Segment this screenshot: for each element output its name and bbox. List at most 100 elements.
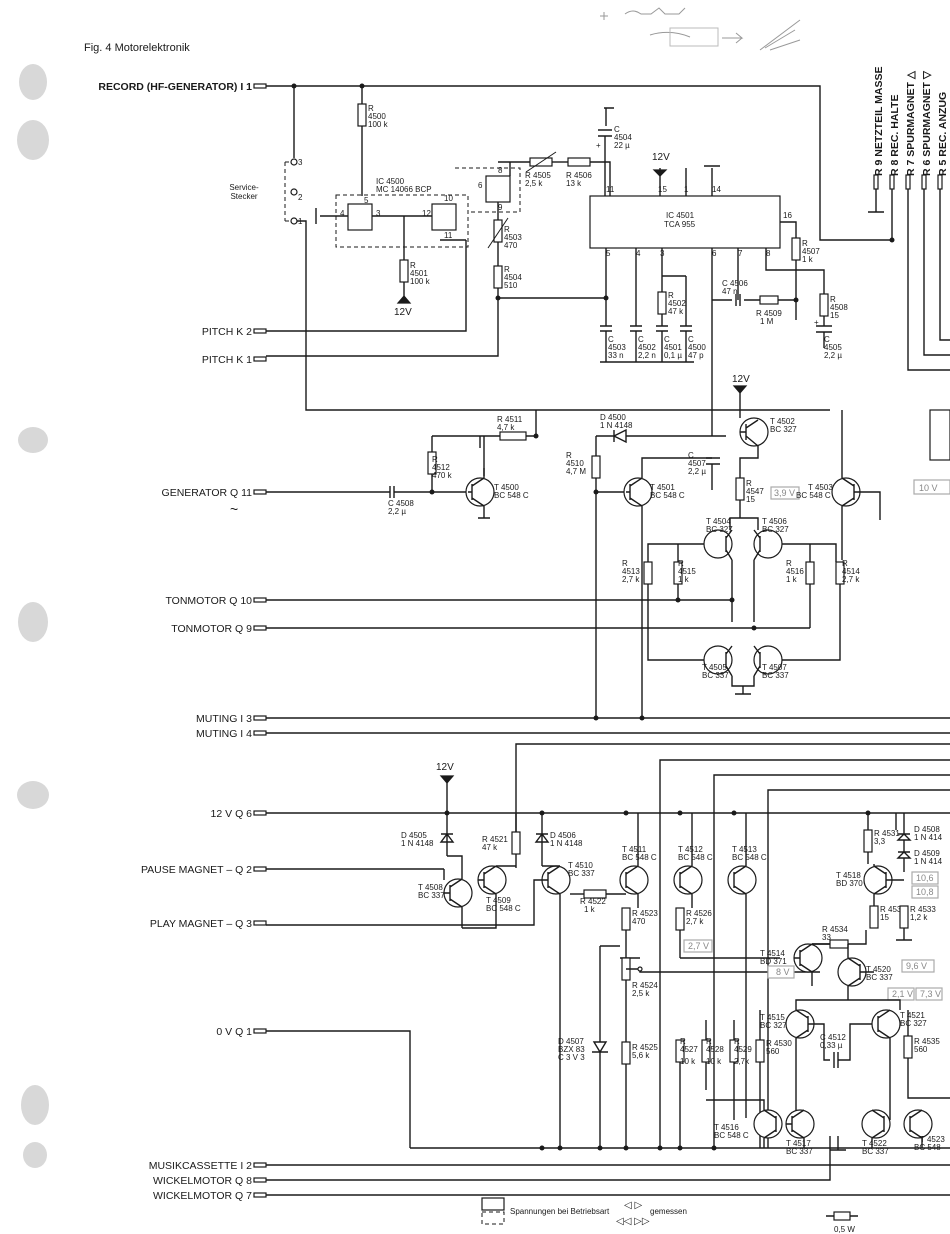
- svg-text:R 4526: R 4526: [686, 909, 712, 918]
- svg-text:BC 548 C: BC 548 C: [714, 1131, 749, 1140]
- signal-r8: R 8 REC. HALTE: [889, 95, 901, 176]
- svg-text:2,5 k: 2,5 k: [525, 179, 543, 188]
- supply-12v-3: 12V: [732, 374, 750, 385]
- svg-text:15: 15: [658, 185, 667, 194]
- svg-text:R: R: [504, 225, 510, 234]
- svg-text:C: C: [608, 335, 614, 344]
- svg-text:T 4515: T 4515: [760, 1013, 785, 1022]
- svg-text:T 4516: T 4516: [714, 1123, 739, 1132]
- svg-text:+: +: [596, 141, 601, 150]
- svg-text:R: R: [410, 261, 416, 270]
- svg-text:1 k: 1 k: [584, 905, 596, 914]
- svg-text:1 k: 1 k: [786, 575, 798, 584]
- svg-text:2,2 µ: 2,2 µ: [688, 467, 706, 476]
- svg-text:R 4521: R 4521: [482, 835, 508, 844]
- signal-record: RECORD (HF-GENERATOR) I 1: [98, 81, 252, 93]
- svg-text:R 4524: R 4524: [632, 981, 658, 990]
- voltage-3-9v: 3,9 V: [774, 488, 795, 498]
- svg-text:R 4509: R 4509: [756, 309, 782, 318]
- svg-text:BD 370: BD 370: [836, 879, 863, 888]
- svg-text:3,3: 3,3: [874, 837, 886, 846]
- svg-text:10: 10: [444, 194, 453, 203]
- svg-text:D 4507: D 4507: [558, 1037, 584, 1046]
- svg-text:4501: 4501: [664, 343, 682, 352]
- svg-text:4: 4: [636, 249, 641, 258]
- svg-text:R: R: [786, 559, 792, 568]
- service-connector: 3 2 1: [284, 158, 303, 226]
- signal-muting-i3: MUTING I 3: [196, 713, 252, 725]
- supply-12v-4: 12V: [436, 762, 454, 773]
- svg-text:4502: 4502: [668, 299, 686, 308]
- svg-text:560: 560: [914, 1045, 928, 1054]
- svg-text:R: R: [706, 1037, 712, 1046]
- svg-text:5: 5: [606, 249, 611, 258]
- svg-text:15: 15: [830, 311, 839, 320]
- svg-text:C: C: [688, 335, 694, 344]
- signal-generator: GENERATOR Q 11: [162, 487, 253, 499]
- svg-text:4507: 4507: [688, 459, 706, 468]
- svg-text:2,7 k: 2,7 k: [686, 917, 704, 926]
- svg-text:D 4509: D 4509: [914, 849, 940, 858]
- svg-text:T 4512: T 4512: [678, 845, 703, 854]
- svg-text:3: 3: [376, 209, 381, 218]
- supply-12v-2: 12V: [652, 152, 670, 163]
- svg-text:T 4506: T 4506: [762, 517, 787, 526]
- svg-text:C: C: [824, 335, 830, 344]
- svg-text:R 4525: R 4525: [632, 1043, 658, 1052]
- svg-text:BD 371: BD 371: [760, 957, 787, 966]
- binder-holes: [17, 64, 49, 1168]
- svg-text:BC 337: BC 337: [762, 671, 789, 680]
- svg-text:R 4530: R 4530: [766, 1039, 792, 1048]
- svg-text:BC 337: BC 337: [418, 891, 445, 900]
- svg-text:6: 6: [478, 181, 483, 190]
- svg-text:47 k: 47 k: [668, 307, 684, 316]
- signal-wickelmotor-q8: WICKELMOTOR Q 8: [153, 1175, 252, 1187]
- svg-text:4508: 4508: [830, 303, 848, 312]
- svg-text:1 N 4148: 1 N 4148: [600, 421, 633, 430]
- svg-text:MC 14066 BCP: MC 14066 BCP: [376, 185, 432, 194]
- svg-text:R: R: [830, 295, 836, 304]
- signal-r5: R 5 REC. ANZUG: [937, 92, 949, 176]
- svg-text:4516: 4516: [786, 567, 804, 576]
- signal-r6: R 6 SPURMAGNET ▽: [921, 70, 933, 176]
- svg-text:470 k: 470 k: [432, 471, 453, 480]
- svg-text:T 4502: T 4502: [770, 417, 795, 426]
- svg-text:8: 8: [766, 249, 771, 258]
- svg-text:R 4522: R 4522: [580, 897, 606, 906]
- svg-text:10 k: 10 k: [680, 1057, 696, 1066]
- svg-text:4501: 4501: [410, 269, 428, 278]
- svg-text:4: 4: [340, 209, 345, 218]
- svg-text:T 4518: T 4518: [836, 871, 861, 880]
- svg-text:T 4509: T 4509: [486, 896, 511, 905]
- signal-pitch-k2: PITCH K 2: [202, 326, 252, 338]
- signal-musikcassette: MUSIKCASSETTE I 2: [149, 1160, 252, 1172]
- supply-12v-1: 12V: [394, 307, 412, 318]
- svg-text:2,2 n: 2,2 n: [638, 351, 656, 360]
- svg-text:4503: 4503: [504, 233, 522, 242]
- svg-text:T 4503: T 4503: [808, 483, 833, 492]
- svg-text:T 4523: T 4523: [920, 1135, 945, 1144]
- svg-text:C: C: [638, 335, 644, 344]
- svg-text:IC 4500: IC 4500: [376, 177, 405, 186]
- signal-r7: R 7 SPURMAGNET △: [905, 70, 917, 176]
- svg-text:D 4505: D 4505: [401, 831, 427, 840]
- svg-text:4547: 4547: [746, 487, 764, 496]
- svg-text:4503: 4503: [608, 343, 626, 352]
- voltage-10-8: 10,8: [916, 887, 934, 897]
- voltage-7-3v: 7,3 V: [920, 989, 941, 999]
- svg-text:4515: 4515: [678, 567, 696, 576]
- svg-text:D 4508: D 4508: [914, 825, 940, 834]
- svg-text:C 4508: C 4508: [388, 499, 414, 508]
- legend: Spannungen bei Betriebsart ◁ ▷ ◁◁ ▷▷ gem…: [481, 1197, 858, 1234]
- svg-text:11: 11: [606, 185, 615, 194]
- svg-text:BC 548 C: BC 548 C: [796, 491, 831, 500]
- svg-text:BZX 83: BZX 83: [558, 1045, 585, 1054]
- svg-text:R: R: [746, 479, 752, 488]
- svg-text:R: R: [842, 559, 848, 568]
- svg-text:510: 510: [504, 281, 518, 290]
- svg-text:R: R: [368, 104, 374, 113]
- svg-text:1 N 414: 1 N 414: [914, 857, 943, 866]
- svg-text:BC 327: BC 327: [900, 1019, 927, 1028]
- svg-text:T 4514: T 4514: [760, 949, 785, 958]
